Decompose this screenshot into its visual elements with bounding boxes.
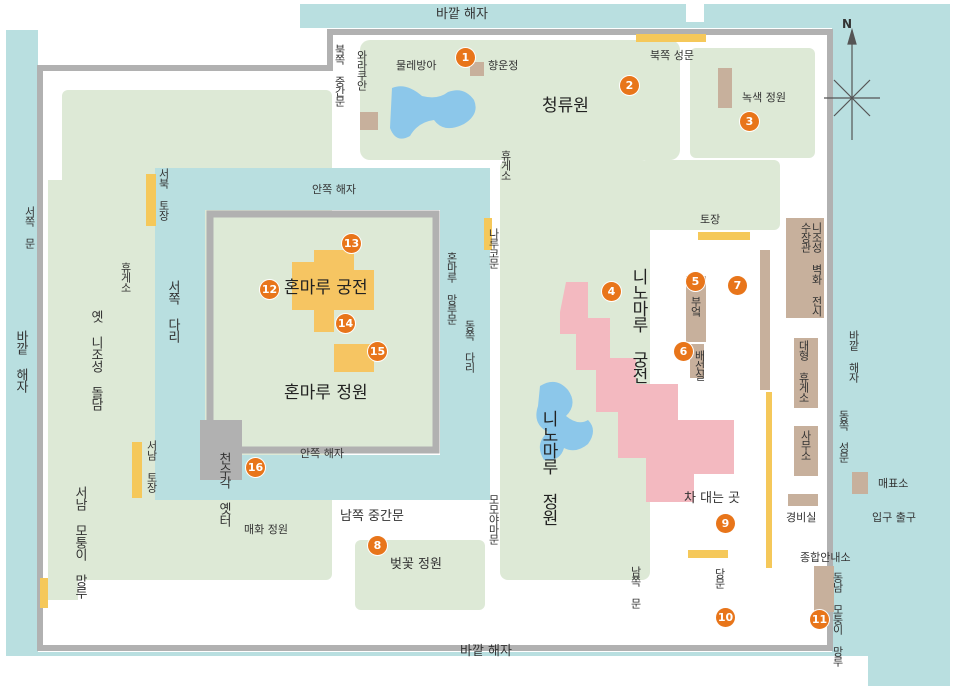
- bika-garden-label: 매화 정원: [244, 523, 288, 536]
- minamimon-label: 남쪽 문: [629, 566, 642, 608]
- marker-14[interactable]: 14: [336, 314, 355, 333]
- naruko-mon-label: 나루코문: [487, 228, 500, 268]
- outer-moat: [6, 4, 950, 686]
- ninomaru-palace: [560, 282, 734, 502]
- se-turret-label: 동남 모퉁이 망루: [831, 572, 844, 666]
- warakuan-label: 와라쿠안: [355, 50, 368, 90]
- gates: [40, 34, 772, 608]
- info-label: 종합안내소: [800, 551, 851, 564]
- kitaomon-label: 북쪽 성문: [650, 49, 694, 62]
- sw-storehouse-label: 서남 토장: [145, 440, 158, 492]
- compass-rose: [824, 27, 880, 140]
- inner-moat-top-label: 안쪽 해자: [312, 183, 356, 196]
- green-garden-label: 녹색 정원: [742, 91, 786, 104]
- compass-north: N: [842, 17, 853, 31]
- honmaru-palace: [292, 250, 374, 372]
- minami-chumon-label: 남쪽 중간문: [340, 509, 404, 524]
- rest-top-label: 휴게소: [499, 150, 512, 180]
- inner-moat-bottom-label: 안쪽 해자: [300, 447, 344, 460]
- marker-10[interactable]: 10: [716, 608, 735, 627]
- outer-moat-bottom-label: 바깥 해자: [460, 644, 512, 659]
- marker-7[interactable]: 7: [728, 276, 747, 295]
- inner-moat: [155, 168, 490, 500]
- kita-chumon-label: 북쪽 중간문: [333, 44, 346, 106]
- sw-turret-label: 서남 모퉁이 망루: [72, 486, 87, 598]
- marker-6[interactable]: 6: [674, 342, 693, 361]
- ticket-label: 매표소: [878, 477, 909, 490]
- momoyama-mon-label: 모모야마문: [487, 494, 500, 544]
- outer-wall: [37, 29, 833, 651]
- storehouse-e-label: 토장: [700, 213, 721, 226]
- outer-moat-left-label: 바깥 해자: [13, 330, 28, 392]
- outer-moat-right-label: 바깥 해자: [847, 330, 860, 382]
- serving-label: 배선실: [693, 350, 706, 380]
- nw-storehouse-label: 서북 토장: [157, 168, 170, 220]
- rest-left-label: 휴게소: [119, 262, 132, 292]
- entrance-label[interactable]: 입구 출구: [872, 511, 916, 524]
- marker-4[interactable]: 4: [602, 282, 621, 301]
- ninomaru-walls-label: 옛 니조성 돌담: [88, 310, 103, 410]
- inner-wall: [206, 210, 440, 454]
- guard-label: 경비실: [786, 511, 817, 524]
- ninomaru-pond: [536, 381, 593, 461]
- marker-1[interactable]: 1: [456, 48, 475, 67]
- ninomaru-palace-label: 니노마루 궁전: [628, 268, 648, 383]
- waterwheel-label: 물레방아: [396, 59, 437, 72]
- marker-3[interactable]: 3: [740, 112, 759, 131]
- marker-16[interactable]: 16: [246, 458, 265, 477]
- seiryuen-label: 청류원: [542, 96, 589, 116]
- higashi-bridge-label: 동쪽 다리: [463, 320, 476, 372]
- honmaru-palace-label: 혼마루 궁전: [284, 278, 368, 298]
- kitchen-label: 부엌: [689, 296, 702, 316]
- marker-8[interactable]: 8: [368, 536, 387, 555]
- koun-tei-label: 향운정: [488, 59, 519, 72]
- marker-12[interactable]: 12: [260, 280, 279, 299]
- honmaru-garden-label: 혼마루 정원: [284, 383, 368, 403]
- marker-15[interactable]: 15: [368, 342, 387, 361]
- facilities: [360, 62, 868, 612]
- tenshu-base: [200, 420, 242, 480]
- sakura-garden-label: 벚꽃 정원: [390, 557, 442, 572]
- marker-13[interactable]: 13: [342, 234, 361, 253]
- nishimon-label: 서쪽 문: [23, 206, 36, 248]
- marker-11[interactable]: 11: [810, 610, 829, 629]
- ninomaru-garden-label: 니노마루 정원: [538, 410, 558, 525]
- higashi-otemon-label: 동쪽 성문: [837, 410, 850, 462]
- outer-moat-top-label: 바깥 해자: [436, 7, 488, 22]
- office-label: 사무소: [799, 430, 812, 460]
- nishi-bridge-label: 서쪽 다리: [165, 280, 180, 342]
- seiryuen-pond: [390, 86, 476, 139]
- karamon-label: 당문: [713, 568, 726, 588]
- tenshu-label: 천수각 옛터: [216, 452, 231, 526]
- big-rest-label: 대형 휴게소: [797, 340, 810, 402]
- marker-9[interactable]: 9: [716, 514, 735, 533]
- marker-2[interactable]: 2: [620, 76, 639, 95]
- marker-5[interactable]: 5: [686, 272, 705, 291]
- parking-label: 차 대는 곳: [684, 491, 741, 506]
- museum-label: 니조성 벽화 전시 수장관: [799, 222, 823, 316]
- honmaru-yaguramon-label: 혼마루 망루문: [445, 252, 458, 324]
